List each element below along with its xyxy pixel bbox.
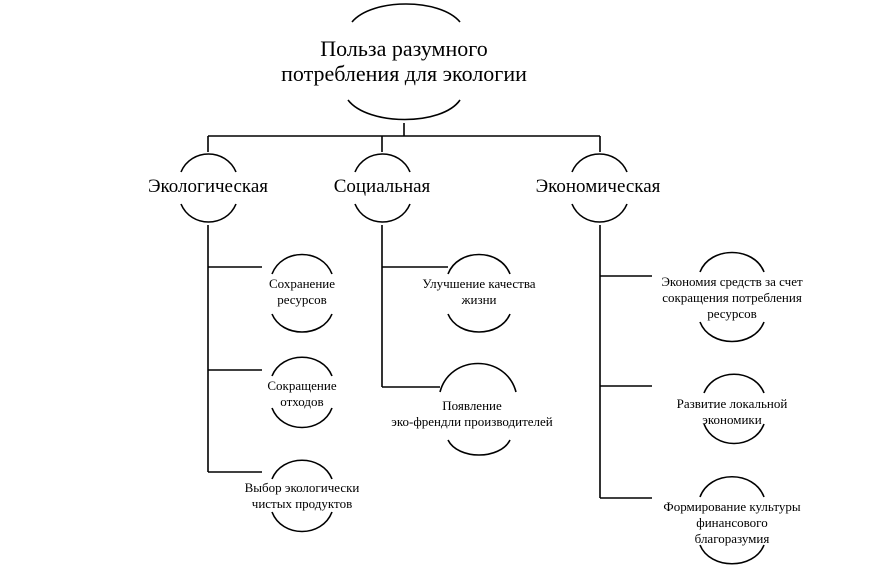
social-item-1-top-arc	[447, 253, 511, 275]
ecological-item-2-bottom-arc	[271, 407, 333, 429]
economic-item-2-top-arc	[703, 373, 765, 394]
item-line: ресурсов	[707, 306, 757, 321]
ecological-item-2: Сокращение отходов	[242, 378, 362, 410]
economic-item-3-top-arc	[699, 476, 765, 498]
ecological-bottom-arc	[180, 203, 237, 223]
item-line: Улучшение качества	[422, 276, 536, 291]
economic-item-3: Формирование культуры финансового благор…	[637, 499, 827, 547]
root-title-line-1: Польза разумного	[320, 36, 488, 61]
social-item-1: Улучшение качества жизни	[399, 276, 559, 308]
social-top-arc	[354, 153, 411, 173]
category-economic: Экономическая	[535, 176, 661, 197]
item-line: чистых продуктов	[251, 496, 353, 511]
item-line: отходов	[280, 394, 324, 409]
ecological-item-3: Выбор экологически чистых продуктов	[222, 480, 382, 512]
economic-item-1: Экономия средств за счет сокращения потр…	[632, 274, 832, 322]
economic-bottom-arc	[571, 203, 628, 223]
economic-item-1-bottom-arc	[699, 321, 765, 343]
ecological-item-1-bottom-arc	[271, 313, 333, 333]
category-ecological: Экологическая	[147, 176, 268, 197]
social-item-2-bottom-arc	[447, 439, 511, 456]
item-line: Выбор экологически	[244, 480, 360, 495]
economic-item-3-bottom-arc	[699, 544, 765, 565]
root-title-line-2: потребления для экологии	[281, 61, 527, 86]
item-line: благоразумия	[694, 531, 770, 546]
item-line: финансового	[696, 515, 768, 530]
item-line: Развитие локальной	[676, 396, 788, 411]
economic-top-arc	[571, 153, 628, 173]
ecological-item-2-top-arc	[271, 356, 333, 377]
root-top-arc	[351, 3, 461, 23]
root-bottom-arc	[347, 99, 461, 121]
ecological-item-3-bottom-arc	[271, 511, 333, 533]
category-social: Социальная	[333, 176, 431, 197]
ecological-item-1-top-arc	[271, 253, 333, 275]
item-line: Экономия средств за счет	[661, 274, 803, 289]
item-line: Появление	[442, 398, 502, 413]
ecological-top-arc	[180, 153, 237, 173]
item-line: экономики	[702, 412, 762, 427]
item-line: сокращения потребления	[662, 290, 802, 305]
social-item-2-top-arc	[439, 362, 517, 393]
root-title: Польза разумного потребления для экологи…	[254, 36, 554, 86]
economic-item-2-bottom-arc	[703, 423, 765, 445]
ecological-item-1: Сохранение ресурсов	[242, 276, 362, 308]
item-line: эко-френдли производителей	[391, 414, 553, 429]
item-line: ресурсов	[277, 292, 327, 307]
item-line: Сохранение	[268, 276, 336, 291]
economic-item-2: Развитие локальной экономики	[652, 396, 812, 428]
ecological-item-3-top-arc	[271, 459, 333, 480]
social-bottom-arc	[354, 203, 411, 223]
item-line: Формирование культуры	[663, 499, 801, 514]
social-item-2: Появление эко-френдли производителей	[362, 398, 582, 430]
item-line: жизни	[461, 292, 497, 307]
economic-item-1-top-arc	[699, 251, 765, 273]
social-item-1-bottom-arc	[447, 313, 511, 333]
item-line: Сокращение	[267, 378, 337, 393]
